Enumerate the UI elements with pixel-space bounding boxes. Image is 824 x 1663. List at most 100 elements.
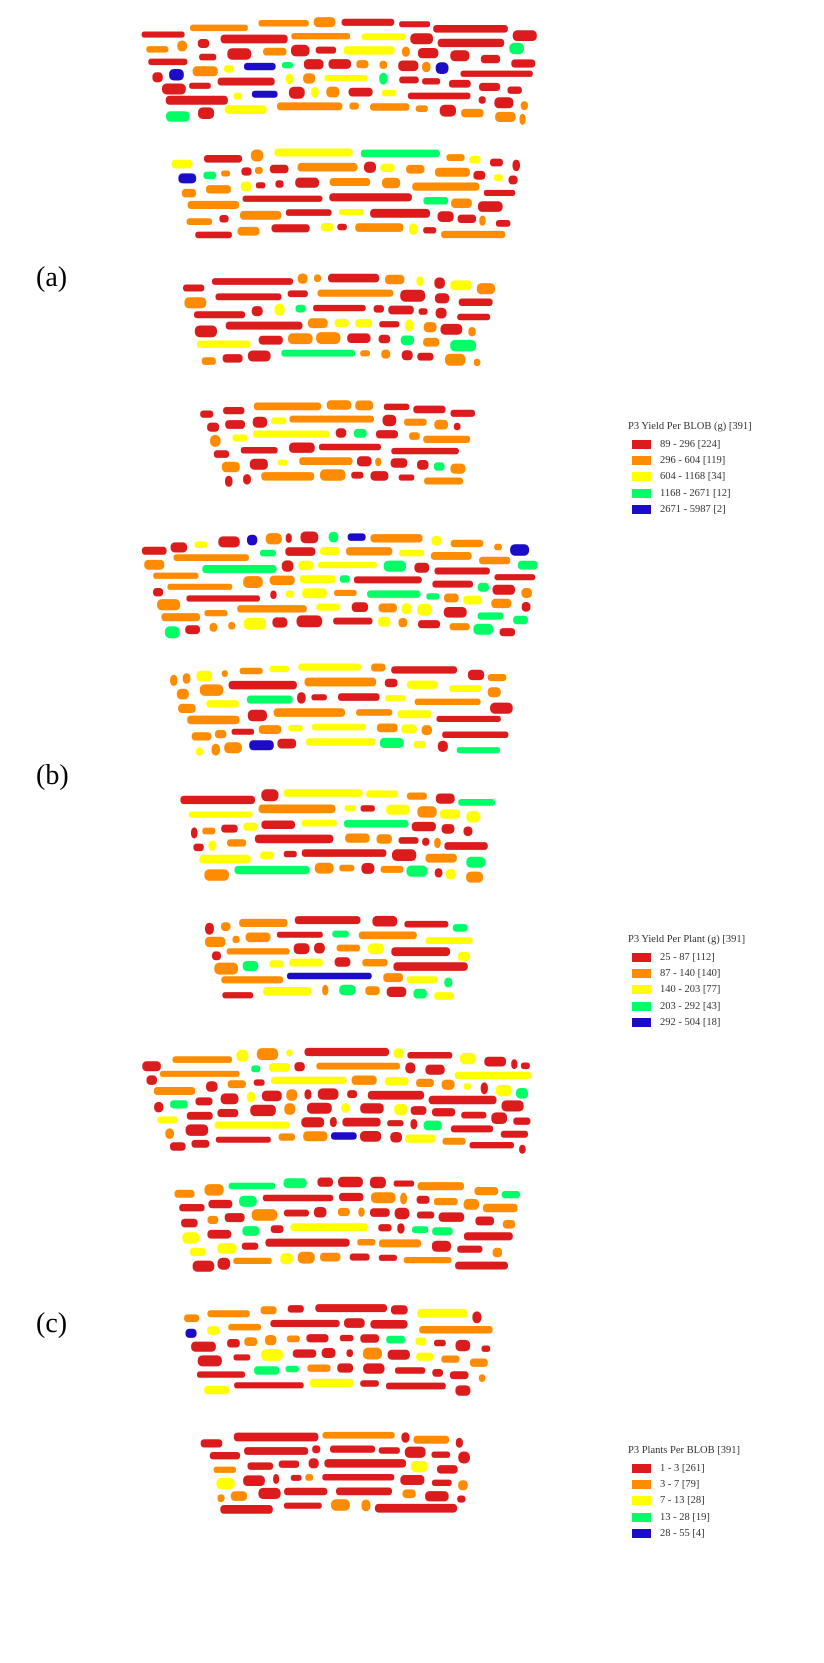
blob xyxy=(311,86,319,98)
blob xyxy=(295,177,320,188)
blob xyxy=(450,539,484,548)
blob xyxy=(251,90,278,98)
legend-label: 203 - 292 [43] xyxy=(660,1000,721,1012)
blob xyxy=(219,215,229,223)
blob xyxy=(423,337,440,347)
blob xyxy=(355,400,374,411)
blob xyxy=(243,474,251,485)
blob xyxy=(349,102,359,110)
blob xyxy=(319,547,341,555)
blob xyxy=(357,1239,376,1246)
blob xyxy=(402,1489,416,1499)
blob xyxy=(278,1460,300,1468)
blob xyxy=(228,1182,276,1190)
blob xyxy=(367,590,421,598)
blob xyxy=(370,103,410,111)
blob xyxy=(213,450,230,458)
blob xyxy=(226,948,290,955)
blob xyxy=(434,837,441,848)
legend-item: 292 - 504 [18] xyxy=(628,1015,745,1031)
blob xyxy=(423,227,437,234)
blob xyxy=(153,1087,196,1095)
blob xyxy=(386,986,407,997)
blob xyxy=(217,1494,225,1502)
blob xyxy=(339,984,356,996)
blob xyxy=(314,274,321,283)
blob xyxy=(493,174,503,182)
blob xyxy=(391,947,451,957)
legend-swatch xyxy=(632,439,651,449)
blob xyxy=(329,1117,337,1128)
blob xyxy=(221,670,228,677)
blob xyxy=(239,918,288,927)
blob xyxy=(192,1260,215,1272)
blob xyxy=(313,17,336,28)
blob xyxy=(313,304,366,312)
blob xyxy=(209,1452,241,1460)
blob xyxy=(416,1352,434,1361)
legend-b: P3 Yield Per Plant (g) [391] 25 - 87 [11… xyxy=(628,934,745,1031)
blob xyxy=(215,293,282,301)
blob xyxy=(198,107,215,119)
blob xyxy=(356,456,372,467)
blob xyxy=(431,1240,451,1252)
blob xyxy=(252,416,268,428)
blob xyxy=(265,1238,350,1247)
blob xyxy=(393,1048,404,1059)
blob xyxy=(211,743,220,756)
blob xyxy=(336,1487,392,1496)
blob xyxy=(204,869,229,881)
blob xyxy=(313,1207,327,1218)
blob xyxy=(376,834,392,844)
blob xyxy=(178,703,196,713)
legend-label: 28 - 55 [4] xyxy=(660,1528,705,1540)
blob xyxy=(214,730,227,739)
blob xyxy=(436,715,501,722)
blob xyxy=(227,48,252,60)
blob xyxy=(369,1176,386,1189)
blob xyxy=(410,33,433,45)
blob xyxy=(410,1119,418,1130)
blob xyxy=(435,307,447,319)
blob xyxy=(510,544,530,556)
blob xyxy=(444,353,466,366)
blob xyxy=(186,218,213,225)
blob xyxy=(305,738,376,746)
blob xyxy=(190,24,248,32)
blob xyxy=(458,1451,470,1464)
blob xyxy=(220,1093,239,1105)
blob xyxy=(286,1335,300,1343)
blob xyxy=(366,790,399,798)
blob xyxy=(458,298,493,306)
blob xyxy=(360,1380,379,1387)
blob xyxy=(169,69,184,81)
blob xyxy=(253,430,330,438)
blob xyxy=(243,1475,265,1486)
blob xyxy=(344,1318,365,1328)
blob xyxy=(324,75,368,82)
blob xyxy=(258,804,336,814)
blob xyxy=(401,350,413,361)
blob xyxy=(207,1229,232,1239)
blob xyxy=(283,1502,322,1509)
blob xyxy=(333,617,373,625)
blob xyxy=(469,1142,514,1149)
legend-item: 140 - 203 [77] xyxy=(628,982,745,998)
blob xyxy=(302,588,327,599)
blob xyxy=(476,283,495,295)
blob xyxy=(319,469,346,481)
blob xyxy=(360,805,375,812)
blob xyxy=(228,680,297,690)
blob xyxy=(317,562,377,569)
blob xyxy=(449,685,482,692)
blob xyxy=(418,308,428,315)
blob xyxy=(301,819,337,827)
blob xyxy=(457,952,471,961)
blob xyxy=(332,930,349,938)
blob xyxy=(441,1355,460,1363)
blob xyxy=(206,185,231,194)
blob xyxy=(439,809,461,819)
legend-label: 25 - 87 [112] xyxy=(660,951,715,963)
blob xyxy=(345,833,370,843)
blob xyxy=(227,839,247,847)
